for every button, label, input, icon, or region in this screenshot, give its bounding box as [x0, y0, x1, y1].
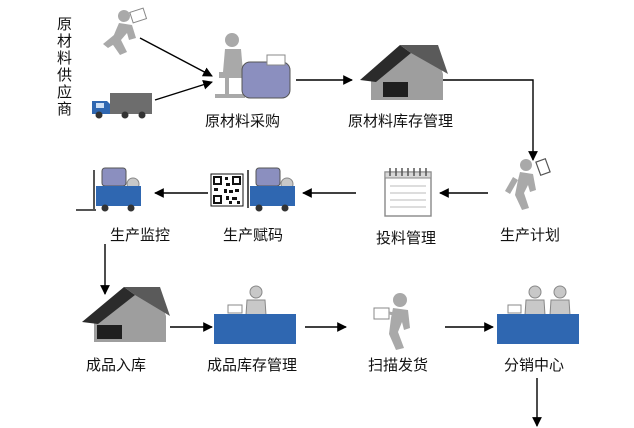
- node-label-raw-inventory: 原材料库存管理: [348, 112, 454, 130]
- raw-material-warehouse-icon: [360, 45, 448, 100]
- node-label-purchase: 原材料采购: [205, 112, 281, 130]
- forklift-coding-icon: [247, 167, 295, 212]
- node-label-coding: 生产赋码: [223, 226, 284, 244]
- delivery-truck-icon: [92, 93, 152, 119]
- finished-goods-warehouse-icon: [82, 287, 170, 342]
- shipping-worker-icon: [373, 293, 410, 350]
- node-label-warehousing: 成品入库: [86, 356, 147, 374]
- running-courier-icon: [103, 7, 148, 55]
- flow-arrows: [100, 37, 542, 427]
- node-label-feeding: 投料管理: [376, 229, 437, 247]
- arrow-truck-to-purchase: [154, 79, 213, 101]
- forklift-monitoring-icon: [76, 167, 141, 212]
- node-label-monitoring: 生产监控: [110, 226, 171, 244]
- inventory-clerk-counter-icon: [214, 285, 296, 344]
- node-label-distribution: 分销中心: [504, 356, 565, 374]
- arrow-runner-to-purchase: [139, 37, 213, 77]
- node-label-product-inventory: 成品库存管理: [207, 356, 298, 374]
- notepad-icon: [384, 168, 432, 217]
- arrow-raw-inventory-to-plan: [438, 79, 538, 161]
- qr-code-icon: [210, 173, 244, 207]
- node-label-scan-ship: 扫描发货: [368, 356, 429, 374]
- distribution-center-staff-icon: [497, 285, 579, 344]
- supplier-label: 原材料供应商: [57, 15, 73, 118]
- purchaser-at-desk-icon: [215, 33, 291, 99]
- planner-with-document-icon: [505, 157, 551, 210]
- node-label-production-plan: 生产计划: [500, 226, 561, 244]
